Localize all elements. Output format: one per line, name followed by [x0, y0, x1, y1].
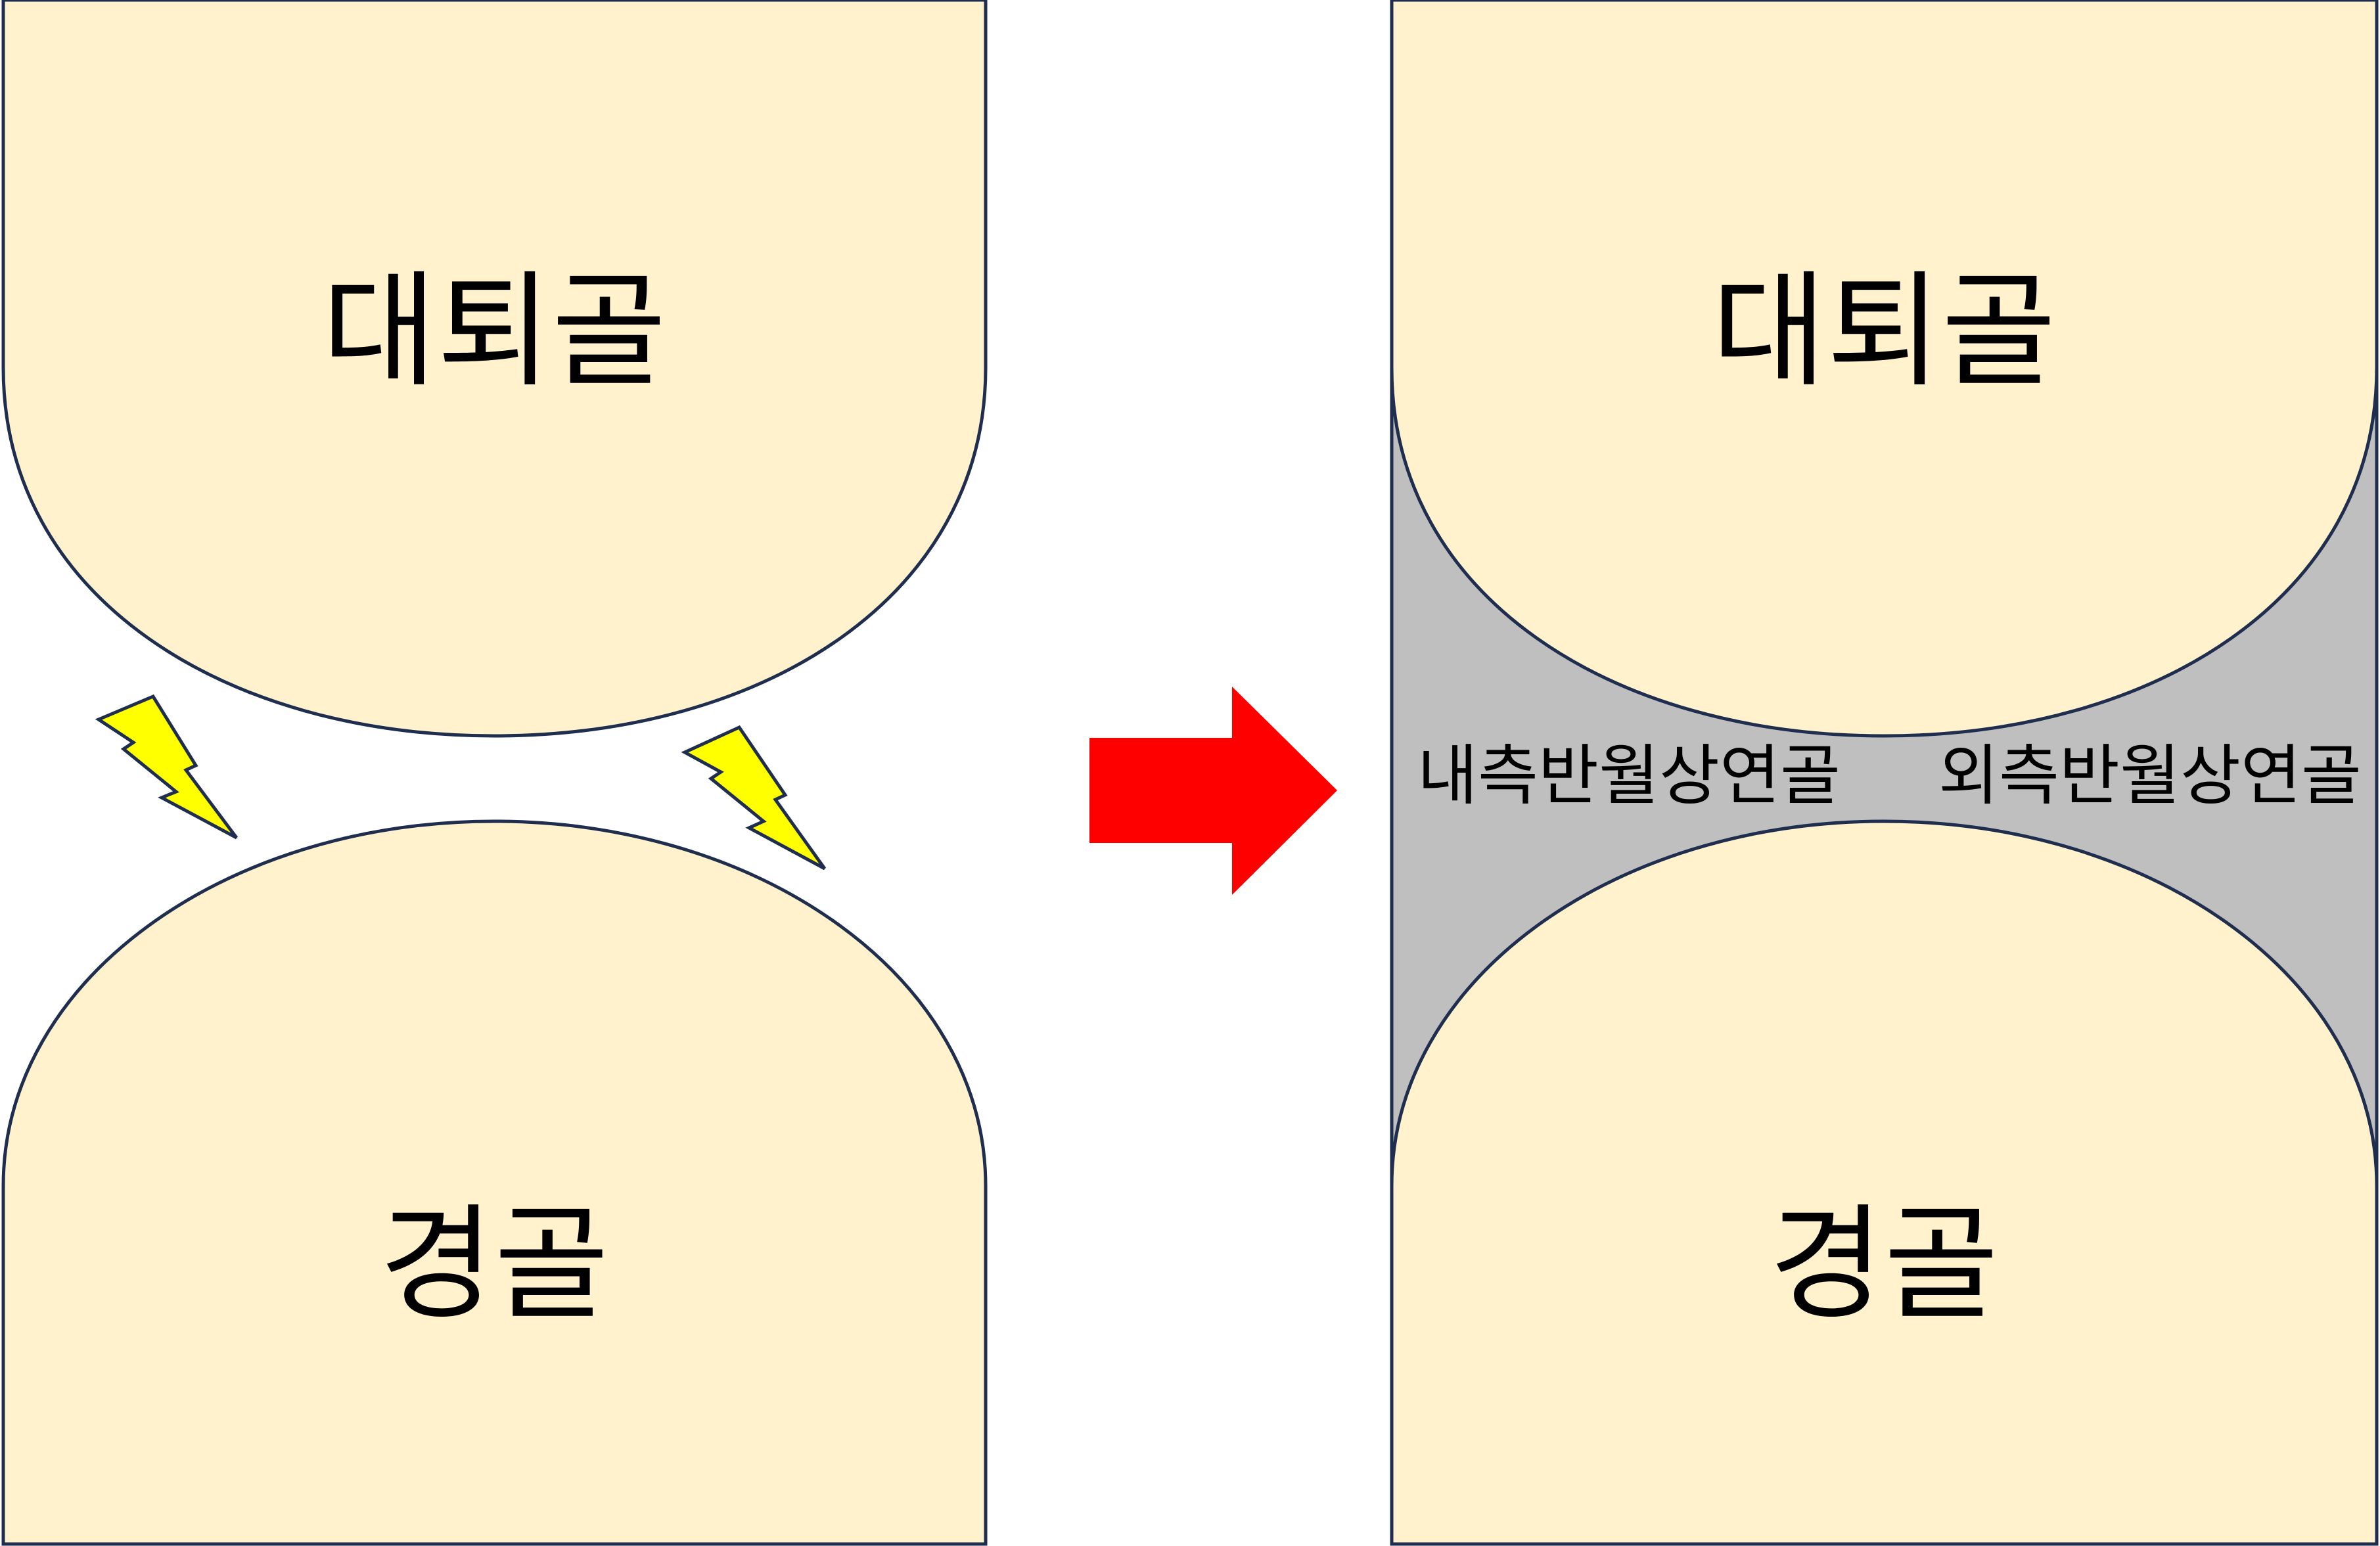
tibia-shape-left — [1, 819, 988, 1546]
femur-shape-right — [1390, 0, 2379, 738]
lateral-meniscus-label: 외측반월상연골 — [1938, 737, 2362, 814]
femur-shape-left — [1, 0, 988, 738]
left-panel-before: 대퇴골 경골 — [1, 0, 988, 1546]
femur-label-right: 대퇴골 — [1712, 259, 2056, 404]
tibia-shape-right — [1390, 819, 2379, 1546]
right-panel-after: 대퇴골 경골 내측반월상연골 외측반월상연골 — [1390, 0, 2379, 1546]
tibia-label-right: 경골 — [1769, 1192, 1999, 1337]
femur-label-left: 대퇴골 — [322, 259, 666, 404]
medial-meniscus-label: 내측반월상연골 — [1417, 737, 1841, 814]
right-arrow-icon — [1089, 687, 1337, 895]
lightning-bolt-icon — [95, 694, 239, 840]
tibia-label-left: 경골 — [379, 1192, 609, 1337]
lightning-bolt-icon — [681, 725, 827, 871]
